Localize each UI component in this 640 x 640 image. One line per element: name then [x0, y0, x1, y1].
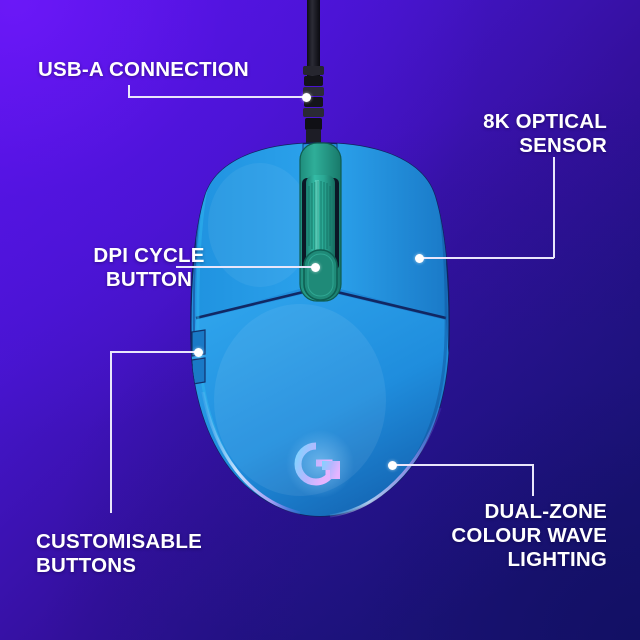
leader-line-custom-vertical	[110, 352, 112, 513]
leader-line-sensor-horizontal	[419, 257, 554, 259]
usb-cable	[303, 0, 324, 145]
callout-dot-dpi-cycle-button	[311, 263, 320, 272]
callout-dot-dual-zone-lighting	[388, 461, 397, 470]
leader-line-sensor-vertical	[553, 157, 555, 258]
leader-line-custom-horizontal	[110, 351, 200, 353]
callout-label-usb-a-connection: USB-A CONNECTION	[38, 58, 249, 81]
leader-line-usb-a-vertical	[128, 85, 130, 98]
leader-line-usb-a-horizontal	[128, 96, 308, 98]
callout-label-customisable-buttons: CUSTOMISABLE BUTTONS	[36, 530, 203, 577]
callout-dot-usb-a-connection	[302, 93, 311, 102]
callout-label-dpi-cycle-button: DPI CYCLE BUTTON	[93, 244, 205, 291]
callout-dot-8k-optical-sensor	[415, 254, 424, 263]
scroll-wheel[interactable]	[306, 175, 335, 267]
callout-label-8k-optical-sensor: 8K OPTICAL SENSOR	[483, 110, 607, 157]
scroll-strip	[299, 142, 342, 302]
callout-label-dual-zone-colour-wave-lighting: DUAL-ZONE COLOUR WAVE LIGHTING	[451, 500, 607, 571]
leader-line-lighting-vertical	[532, 464, 534, 496]
dpi-cycle-button[interactable]	[303, 249, 338, 301]
leader-line-lighting-horizontal	[392, 464, 533, 466]
callout-dot-customisable-buttons	[194, 348, 203, 357]
leader-line-dpi-horizontal	[176, 266, 318, 268]
logitech-g-logo	[286, 430, 354, 498]
